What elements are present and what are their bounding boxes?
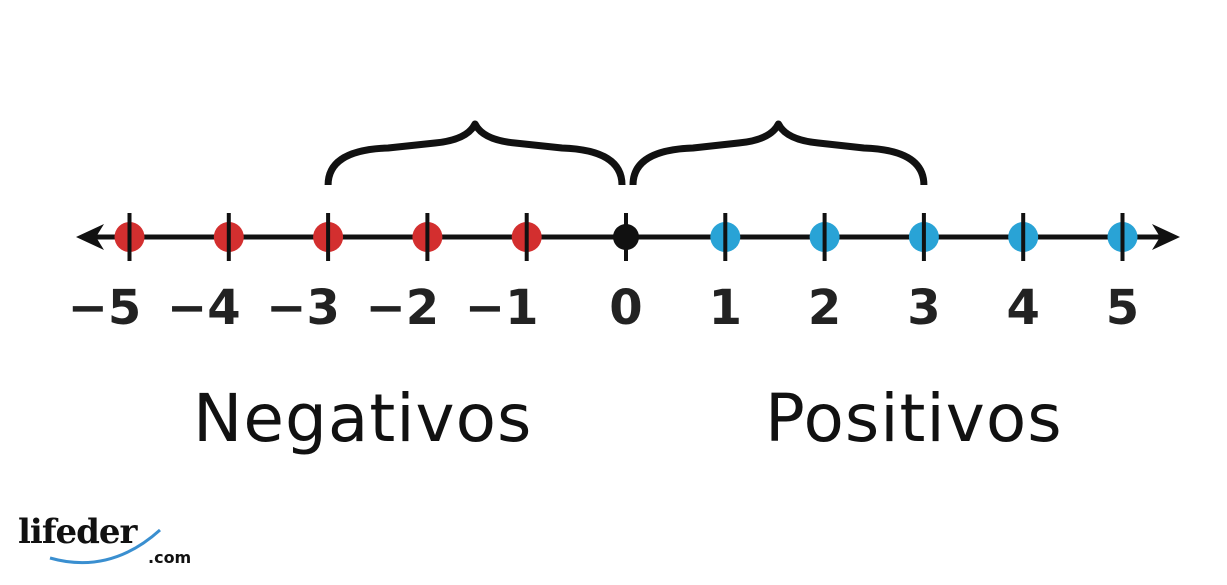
- tick-label: 5: [1106, 280, 1139, 336]
- tick-label: 1: [709, 280, 742, 336]
- tick-label: 0: [609, 280, 642, 336]
- tick-label: 3: [907, 280, 940, 336]
- tick-label: −4: [167, 280, 241, 336]
- right-arrow-icon: [1152, 224, 1180, 250]
- tick-label: 2: [808, 280, 841, 336]
- logo-text: lifeder: [18, 512, 137, 552]
- positives-caption: Positivos: [765, 380, 1063, 457]
- logo-suffix: .com: [148, 548, 192, 567]
- tick-label: −5: [68, 280, 142, 336]
- brace-1: [629, 120, 928, 186]
- logo-swoosh-icon: [49, 528, 162, 565]
- tick-label: −2: [366, 280, 440, 336]
- left-arrow-icon: [76, 224, 104, 250]
- tick-label: −3: [266, 280, 340, 336]
- tick-label: −1: [465, 280, 539, 336]
- brace-0: [324, 120, 626, 186]
- tick-labels: −5 −4 −3 −2 −1 0 1 2 3 4 5: [68, 280, 1140, 336]
- tick-label: 4: [1006, 280, 1039, 336]
- braces: [324, 120, 928, 186]
- negatives-caption: Negativos: [193, 380, 533, 457]
- points: [114, 213, 1138, 261]
